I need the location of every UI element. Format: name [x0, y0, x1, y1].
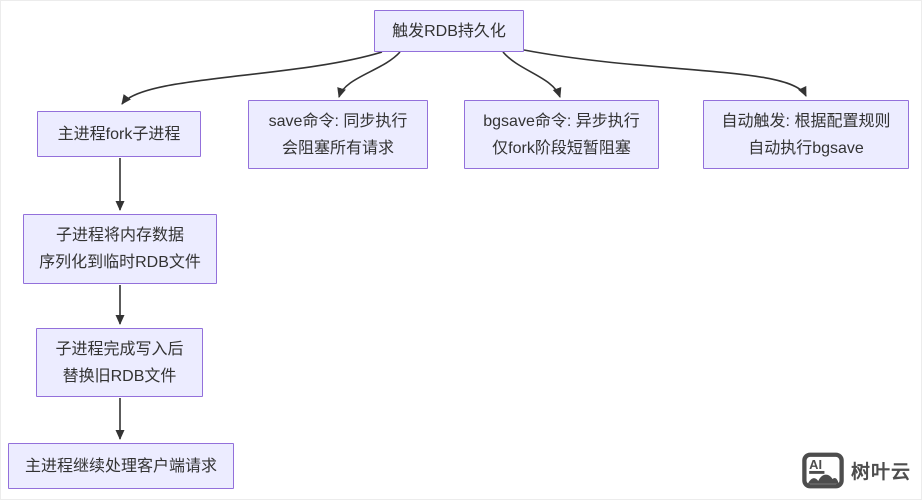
logo-ai-text: AI [809, 457, 822, 472]
node-label-line2: 替换旧RDB文件 [62, 367, 177, 385]
edge-trigger-fork [121, 51, 383, 105]
node-label: 主进程继续处理客户端请求 [24, 457, 217, 475]
edge-trigger-auto [523, 49, 807, 97]
node-replace-old-rdb: 子进程完成写入后 替换旧RDB文件 [36, 328, 203, 397]
node-label: 触发RDB持久化 [392, 22, 506, 40]
watermark: AI 树叶云 [802, 452, 911, 489]
node-label-line1: 子进程将内存数据 [55, 227, 184, 244]
node-label-line1: bgsave命令: 异步执行 [483, 112, 640, 130]
node-label-line2: 自动执行bgsave [748, 139, 864, 157]
node-fork-child-process: 主进程fork子进程 [37, 111, 201, 157]
node-continue-serving: 主进程继续处理客户端请求 [8, 443, 234, 489]
node-label-line2: 仅fork阶段短暂阻塞 [492, 139, 631, 157]
edge-trigger-bgsave [502, 51, 562, 98]
node-label: 主进程fork子进程 [57, 125, 181, 143]
node-save-command: save命令: 同步执行 会阻塞所有请求 [248, 100, 428, 169]
ai-image-logo-icon: AI [802, 452, 844, 489]
node-label-line1: save命令: 同步执行 [268, 112, 408, 130]
node-auto-trigger: 自动触发: 根据配置规则 自动执行bgsave [703, 100, 909, 169]
brand-name: 树叶云 [850, 462, 911, 483]
edge-trigger-save [337, 51, 401, 98]
node-bgsave-command: bgsave命令: 异步执行 仅fork阶段短暂阻塞 [464, 100, 659, 169]
node-label-line1: 子进程完成写入后 [55, 340, 184, 358]
node-label-line1: 自动触发: 根据配置规则 [721, 112, 891, 130]
node-label-line2: 会阻塞所有请求 [281, 139, 394, 157]
node-trigger-rdb: 触发RDB持久化 [374, 10, 524, 52]
node-serialize-temp-rdb: 子进程将内存数据 序列化到临时RDB文件 [23, 214, 217, 284]
node-label-line2: 序列化到临时RDB文件 [39, 254, 201, 271]
